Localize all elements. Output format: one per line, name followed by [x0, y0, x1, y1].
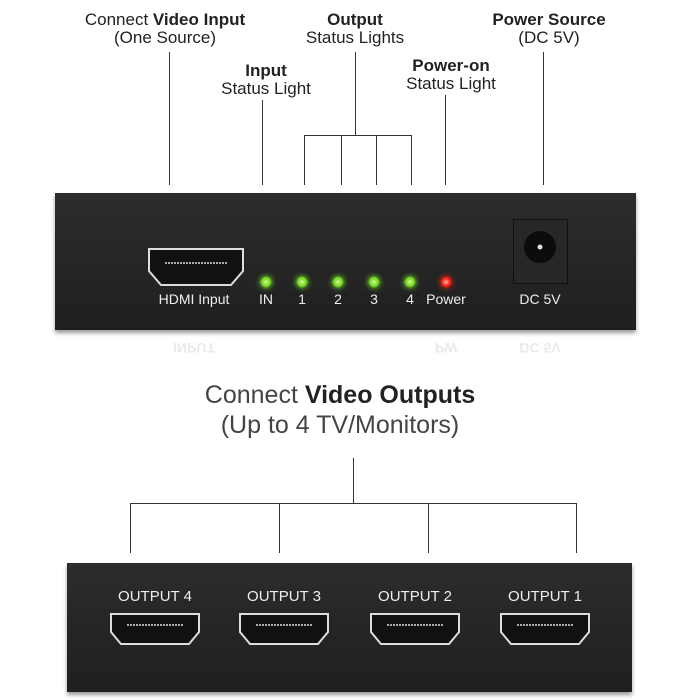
output-1-port-icon	[500, 613, 590, 645]
tree-line	[428, 503, 429, 553]
callout-sub: Status Lights	[305, 28, 405, 47]
callout-power-source: Power Source(DC 5V)	[492, 11, 605, 47]
leader-line	[355, 52, 356, 135]
led-label: IN	[259, 291, 273, 307]
output-3-port-icon	[239, 613, 329, 645]
callout-sub: Status Light	[221, 79, 311, 98]
output-2-port-icon	[370, 613, 460, 645]
output-3-label: OUTPUT 3	[247, 588, 321, 605]
heading-sub: (Up to 4 TV/Monitors)	[220, 411, 460, 439]
heading-bold: Video Outputs	[304, 381, 476, 409]
callout-sub: (DC 5V)	[518, 28, 580, 47]
leader-line	[169, 52, 170, 185]
leader-line	[304, 135, 412, 136]
callout-bold: Power-on	[412, 56, 490, 75]
callout-bold: Power Source	[492, 10, 606, 29]
callout-video-input: Connect Video Input(One Source)	[85, 11, 245, 47]
led-2	[332, 276, 344, 288]
leader-line	[543, 52, 544, 185]
leader-line	[411, 135, 412, 185]
reflection-text: PW	[434, 340, 458, 356]
led-in	[260, 276, 272, 288]
output-2-label: OUTPUT 2	[378, 588, 452, 605]
led-label: 3	[370, 291, 378, 307]
hdmi-input-port-icon	[148, 248, 244, 286]
tree-line	[130, 503, 577, 504]
led-label: 4	[406, 291, 414, 307]
heading-text: Connect	[204, 381, 305, 409]
led-label: Power	[426, 291, 466, 307]
outputs-heading: Connect Video Outputs(Up to 4 TV/Monitor…	[205, 380, 475, 440]
output-1-label: OUTPUT 1	[508, 588, 582, 605]
leader-line	[341, 135, 342, 185]
led-label: 2	[334, 291, 342, 307]
dc-label: DC 5V	[519, 291, 561, 307]
leader-line	[304, 135, 305, 185]
callout-sub: (One Source)	[113, 28, 217, 47]
led-1	[296, 276, 308, 288]
callout-bold: Video Input	[152, 10, 246, 29]
tree-line	[130, 503, 131, 553]
tree-line	[353, 458, 354, 503]
led-3	[368, 276, 380, 288]
led-4	[404, 276, 416, 288]
output-4-port-icon	[110, 613, 200, 645]
hdmi-input-label: HDMI Input	[158, 291, 230, 307]
tree-line	[279, 503, 280, 553]
callout-sub: Status Light	[406, 74, 496, 93]
leader-line	[376, 135, 377, 185]
tree-line	[576, 503, 577, 553]
leader-line	[445, 95, 446, 185]
dc-jack-icon	[524, 231, 556, 263]
leader-line	[262, 100, 263, 185]
reflection-text: INPUT	[173, 340, 215, 356]
callout-text: Connect	[84, 10, 153, 29]
led-power	[440, 276, 452, 288]
output-4-label: OUTPUT 4	[118, 588, 192, 605]
reflection-text: DC 5V	[519, 340, 561, 356]
led-label: 1	[298, 291, 306, 307]
callout-bold: Output	[327, 10, 383, 29]
callout-bold: Input	[245, 61, 287, 80]
